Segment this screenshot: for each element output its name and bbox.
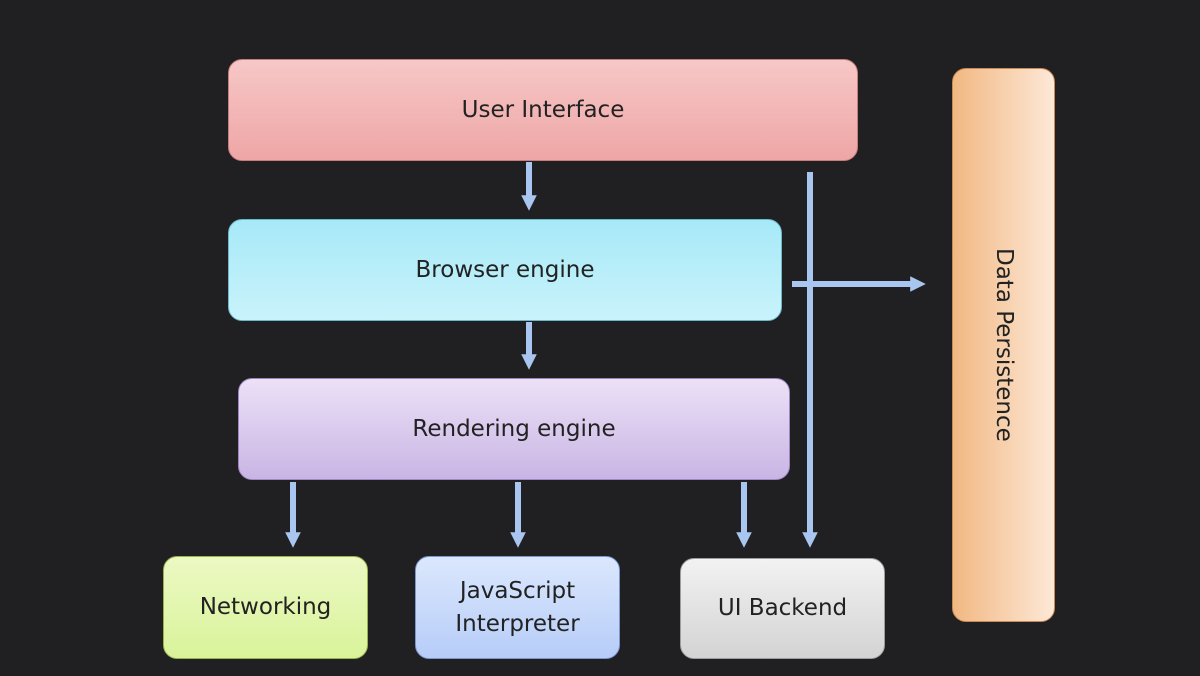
- data-persistence-box: Data Persistence: [952, 68, 1055, 622]
- browser-engine-label: Browser engine: [415, 256, 595, 283]
- user-interface-box: User Interface: [228, 59, 858, 161]
- rendering-engine-box: Rendering engine: [238, 378, 790, 480]
- networking-box: Networking: [163, 556, 368, 659]
- ui-backend-label: UI Backend: [717, 595, 848, 621]
- browser-engine-box: Browser engine: [228, 219, 782, 321]
- javascript-interpreter-box: JavaScript Interpreter: [415, 556, 620, 659]
- user-interface-label: User Interface: [461, 96, 625, 123]
- networking-label: Networking: [199, 594, 332, 620]
- rendering-engine-label: Rendering engine: [412, 415, 616, 442]
- ui-backend-box: UI Backend: [680, 558, 885, 659]
- data-persistence-label: Data Persistence: [991, 248, 1017, 442]
- javascript-interpreter-label: JavaScript Interpreter: [455, 577, 580, 637]
